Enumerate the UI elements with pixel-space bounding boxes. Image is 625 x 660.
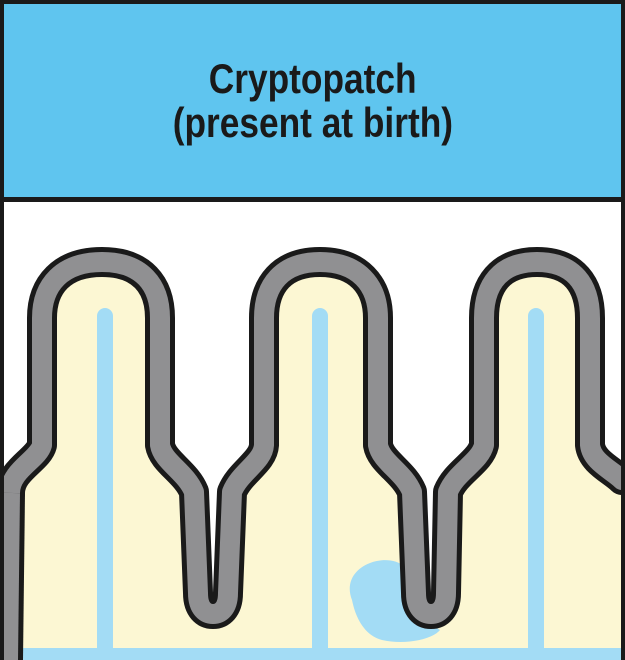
epithelium-left-edge-fill bbox=[8, 493, 10, 660]
title-banner: Cryptopatch (present at birth) bbox=[0, 0, 625, 200]
intestinal-villi-diagram bbox=[0, 200, 625, 660]
villi-svg bbox=[0, 200, 625, 660]
title-line-1: Cryptopatch bbox=[209, 57, 417, 101]
title-line-2: (present at birth) bbox=[172, 101, 452, 145]
basal-layer bbox=[0, 648, 625, 660]
